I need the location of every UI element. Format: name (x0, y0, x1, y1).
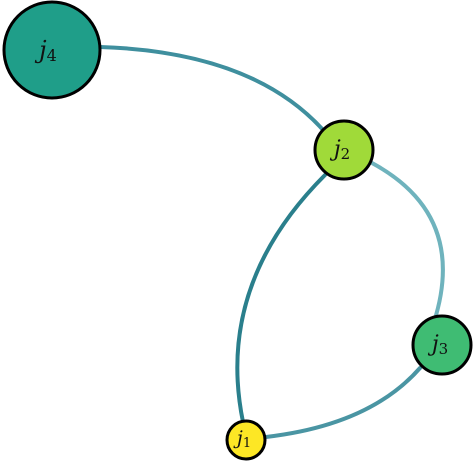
node-j4-circle (2, 0, 102, 100)
edge-j4-j2 (98, 45, 332, 140)
node-j1-label: j1 (233, 427, 251, 451)
node-j3-circle (411, 314, 473, 376)
edge-j3-j1 (264, 366, 422, 439)
node-j3: j3 (411, 314, 473, 376)
node-j4: j4 (2, 0, 102, 100)
edge-j2-j3 (370, 161, 445, 324)
node-j1-circle (225, 419, 267, 461)
node-j1: j1 (225, 419, 267, 461)
node-j2-circle (313, 119, 375, 181)
node-j2: j2 (313, 119, 375, 181)
edges-layer (98, 45, 445, 439)
edge-j2-j1 (235, 173, 327, 424)
